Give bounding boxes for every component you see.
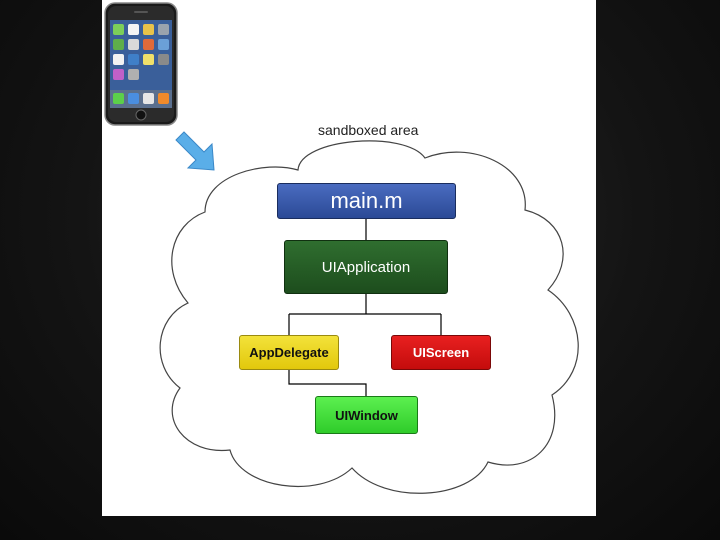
arrow-down-right-icon [175, 131, 215, 171]
node-main-m: main.m [277, 183, 456, 219]
connector-appdelegate-to-uiwindow [288, 370, 367, 396]
node-appdelegate: AppDelegate [239, 335, 339, 370]
node-uiscreen-label: UIScreen [412, 345, 470, 360]
node-uiscreen: UIScreen [391, 335, 491, 370]
node-uiapplication: UIApplication [284, 240, 448, 294]
node-appdelegate-label: AppDelegate [249, 345, 329, 360]
sandbox-cloud-shape [159, 140, 579, 494]
node-main-m-label: main.m [330, 188, 403, 213]
sandbox-caption: sandboxed area [318, 122, 419, 138]
iphone-icon [104, 2, 178, 126]
node-uiwindow: UIWindow [315, 396, 418, 434]
node-uiwindow-label: UIWindow [335, 407, 398, 423]
node-uiapplication-label: UIApplication [321, 258, 411, 276]
